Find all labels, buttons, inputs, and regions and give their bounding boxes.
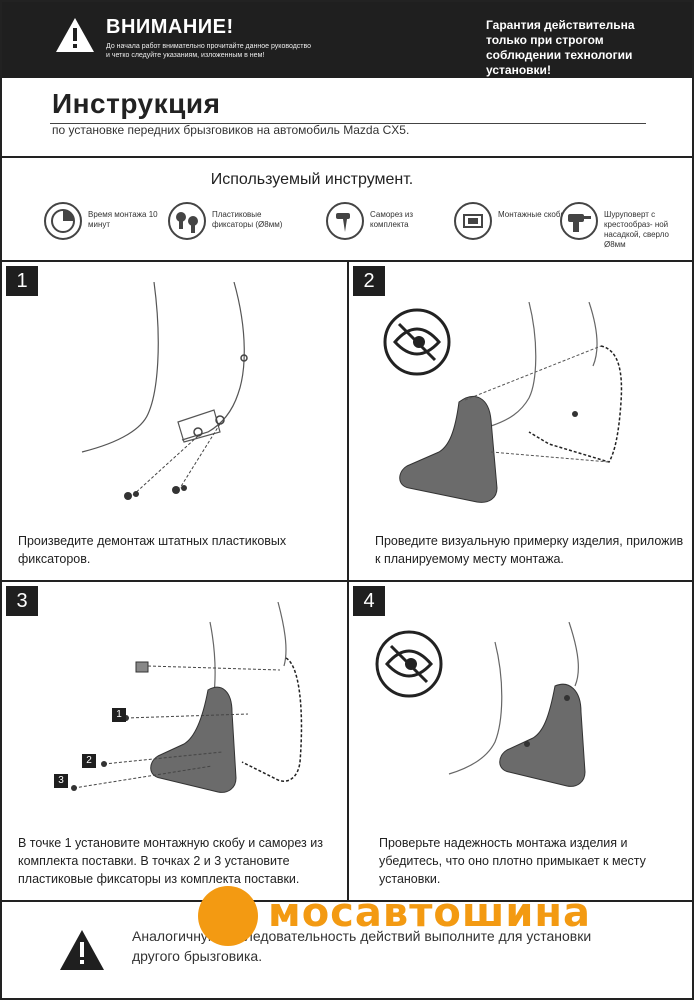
step-text: Произведите демонтаж штатных пластиковых…: [18, 534, 287, 566]
page-title: Инструкция: [52, 88, 221, 119]
step-2-panel: 2 Проведите визуальную примерку изделия,…: [349, 262, 692, 580]
step-4-illustration: [375, 622, 586, 787]
tool-label: Монтажные скобы: [498, 210, 567, 219]
logo-text: мосавтошина: [268, 890, 591, 936]
step-text: В точке 1 установите монтажную скобу и с…: [18, 836, 323, 886]
callout-1: 1: [112, 708, 126, 722]
tool-label: Время монтажа 10 минут: [88, 210, 158, 229]
bracket-icon: [454, 202, 492, 240]
step-number: 2: [353, 266, 385, 296]
callout-3: 3: [54, 774, 68, 788]
step-text: Проведите визуальную примерку изделия, п…: [375, 534, 684, 566]
warning-triangle-icon: [56, 18, 94, 52]
step-4-panel: 4 Проверьте надежность монтажа изделия и…: [349, 582, 692, 900]
attention-title: ВНИМАНИЕ!: [106, 16, 234, 38]
tool-label: Пластиковые фиксаторы (Ø8мм): [212, 210, 283, 229]
plastic-clips-icon: [168, 202, 206, 240]
step-1-panel: 1 Произведите демонтаж штатных пластиков…: [2, 262, 347, 580]
brand-logo: мосавтошина: [198, 886, 668, 946]
tools-section: Используемый инструмент. Время монтажа 1…: [2, 158, 692, 262]
step-3-illustration: [71, 602, 303, 793]
step-text: Проверьте надежность монтажа изделия и у…: [379, 836, 646, 886]
callout-2: 2: [82, 754, 96, 768]
tools-heading: Используемый инструмент.: [210, 171, 414, 188]
clock-icon: [44, 202, 82, 240]
screwdriver-icon: [560, 202, 598, 240]
tool-label: Шуруповерт с крестообраз- ной насадкой, …: [604, 210, 669, 249]
tool-label: Саморез из комплекта: [370, 210, 414, 229]
step-2-illustration: [383, 302, 623, 503]
screw-icon: [326, 202, 364, 240]
step-number: 3: [6, 586, 38, 616]
attention-subtitle: До начала работ внимательно прочитайте д…: [106, 43, 312, 59]
logo-circle: [198, 886, 258, 946]
step-number: 4: [353, 586, 385, 616]
grid-divider-horizontal: [2, 580, 692, 582]
step-3-panel: 3 1 2 3 В точке 1 установите монтажную с…: [2, 582, 347, 900]
page-subtitle: по установке передних брызговиков на авт…: [52, 123, 410, 137]
warning-header: ВНИМАНИЕ! До начала работ внимательно пр…: [2, 2, 692, 78]
title-block: Инструкция по установке передних брызгов…: [2, 78, 692, 158]
title-underline: [50, 123, 646, 124]
guarantee-note: Гарантия действительна только при строго…: [486, 18, 635, 77]
warning-triangle-icon: [60, 930, 104, 970]
step-1-illustration: [81, 282, 248, 500]
step-number: 1: [6, 266, 38, 296]
